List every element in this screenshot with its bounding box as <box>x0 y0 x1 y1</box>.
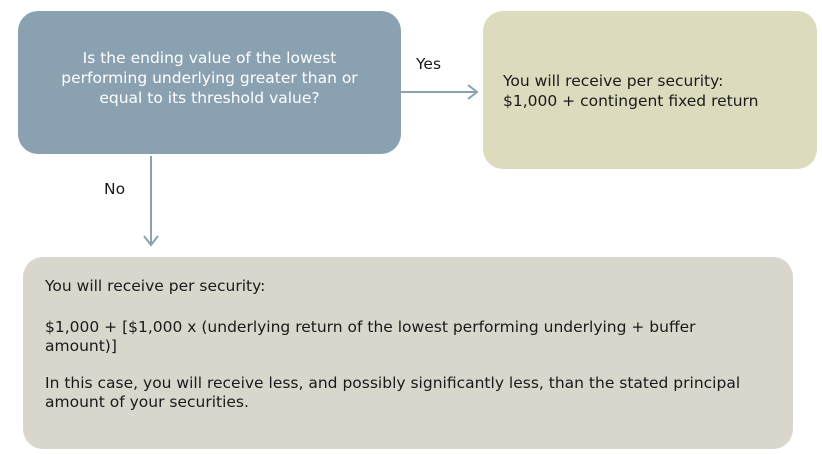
yes-arrow <box>401 84 479 100</box>
no-outcome-note: In this case, you will receive less, and… <box>45 374 741 411</box>
no-edge-label: No <box>104 180 126 198</box>
no-outcome-box: You will receive per security: $1,000 + … <box>23 257 793 449</box>
yes-outcome-line1: You will receive per security: <box>503 72 724 90</box>
decision-box: Is the ending value of the lowest perfor… <box>18 11 401 154</box>
no-outcome-formula: $1,000 + [$1,000 x (underlying return of… <box>45 318 696 355</box>
yes-outcome-box: You will receive per security: $1,000 + … <box>483 11 817 169</box>
no-arrow <box>143 156 159 247</box>
decision-question: Is the ending value of the lowest perfor… <box>61 48 358 107</box>
yes-edge-label: Yes <box>416 55 442 73</box>
yes-outcome-line2: $1,000 + contingent fixed return <box>503 92 759 110</box>
no-outcome-line1: You will receive per security: <box>45 277 266 295</box>
